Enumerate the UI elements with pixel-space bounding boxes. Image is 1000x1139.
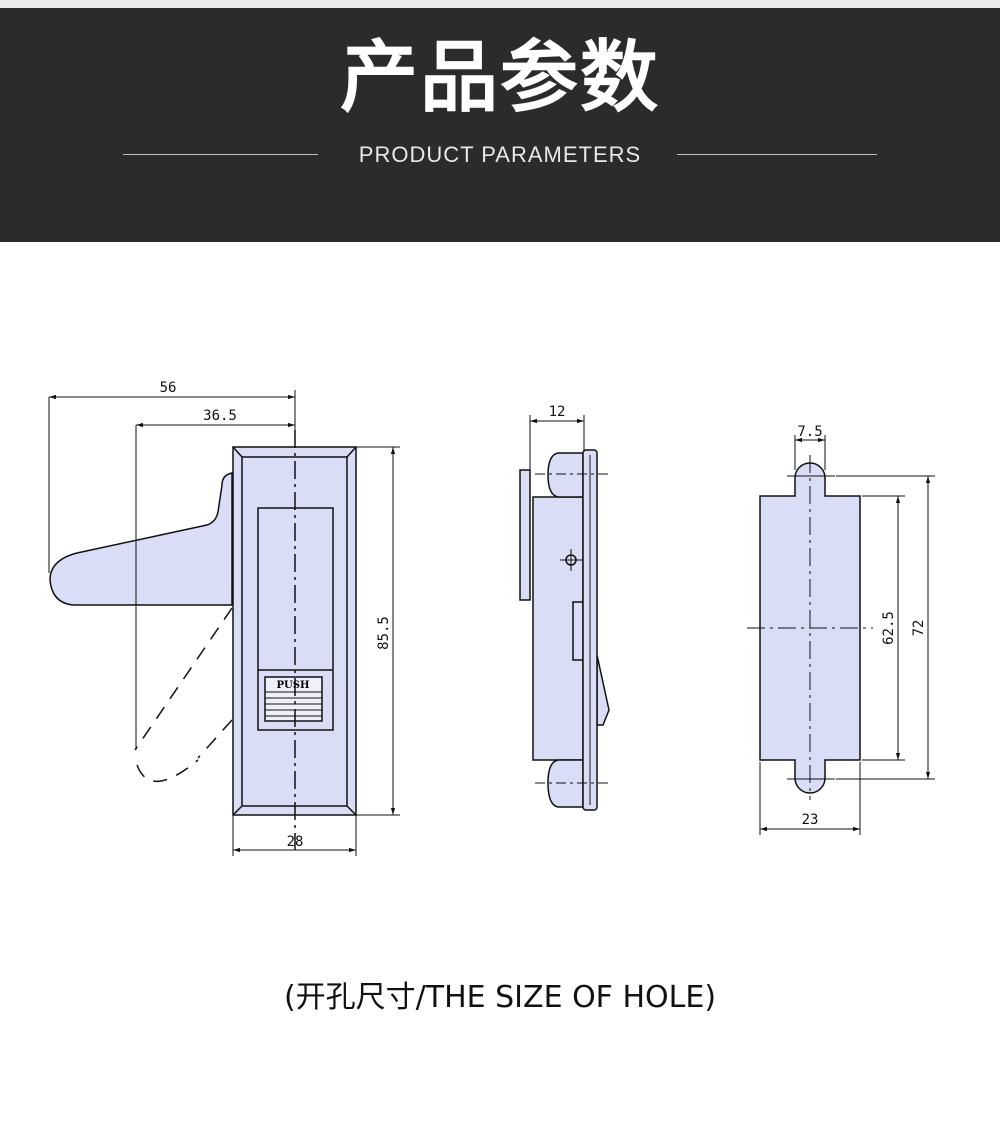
side-view <box>519 415 610 811</box>
divider-right <box>677 154 877 155</box>
push-label: PUSH <box>277 680 310 691</box>
header-banner <box>0 8 1000 242</box>
dim-7-5: 7.5 <box>797 424 822 440</box>
dim-62-5: 62.5 <box>881 611 897 645</box>
handle-open-dashed <box>134 607 233 751</box>
divider-left <box>123 154 318 155</box>
dim-56: 56 <box>160 380 177 396</box>
dim-23: 23 <box>802 812 819 828</box>
subtitle-row: PRODUCT PARAMETERS <box>0 140 1000 170</box>
caption: (开孔尺寸/THE SIZE OF HOLE) <box>283 980 717 1015</box>
push-button <box>264 676 323 722</box>
dim-72: 72 <box>911 620 927 637</box>
page-subtitle: PRODUCT PARAMETERS <box>358 142 642 167</box>
handle <box>49 472 233 606</box>
dim-85-5: 85.5 <box>376 616 392 650</box>
hole-view <box>747 435 935 835</box>
top-strip <box>0 0 1000 8</box>
dim-36-5: 36.5 <box>203 408 237 424</box>
page-title: 产品参数 <box>339 33 660 123</box>
front-view <box>48 390 400 856</box>
dim-28: 28 <box>287 834 304 850</box>
dim-12: 12 <box>549 404 566 420</box>
